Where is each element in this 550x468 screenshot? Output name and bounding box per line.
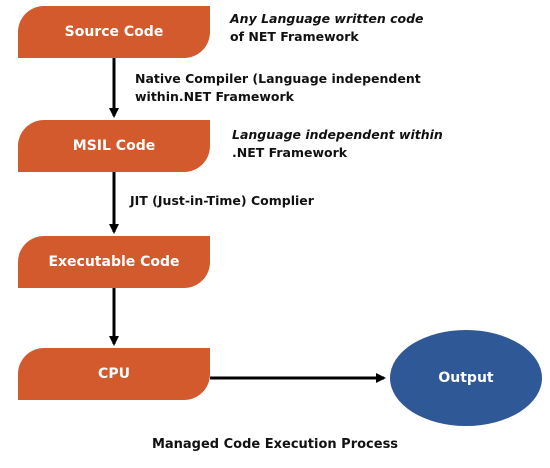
source-note-line-2: of NET Framework [230, 29, 359, 44]
output-node: Output [390, 330, 542, 426]
msil-code-note: Language independent within .NET Framewo… [232, 126, 443, 162]
source-code-label: Source Code [64, 24, 164, 40]
diagram-caption: Managed Code Execution Process [151, 437, 399, 452]
jit-compiler-text: JIT (Just-in-Time) Complier [130, 193, 314, 208]
source-note-line-1: Any Language written code [230, 11, 424, 26]
output-label: Output [438, 370, 494, 386]
cpu-node: CPU [18, 348, 210, 400]
msil-note-line-1: Language independent within [232, 127, 443, 142]
source-code-note: Any Language written code of NET Framewo… [230, 10, 424, 46]
native-compiler-line-2: within.NET Framework [135, 89, 294, 104]
source-code-node: Source Code [18, 6, 210, 58]
msil-code-node: MSIL Code [18, 120, 210, 172]
native-compiler-label: Native Compiler (Language independent wi… [135, 70, 421, 106]
msil-code-label: MSIL Code [72, 138, 156, 154]
msil-note-line-2: .NET Framework [232, 145, 348, 160]
executable-code-label: Executable Code [48, 254, 180, 270]
cpu-label: CPU [98, 366, 130, 382]
native-compiler-line-1: Native Compiler (Language independent [135, 71, 421, 86]
jit-compiler-label: JIT (Just-in-Time) Complier [130, 192, 314, 210]
executable-code-node: Executable Code [18, 236, 210, 288]
